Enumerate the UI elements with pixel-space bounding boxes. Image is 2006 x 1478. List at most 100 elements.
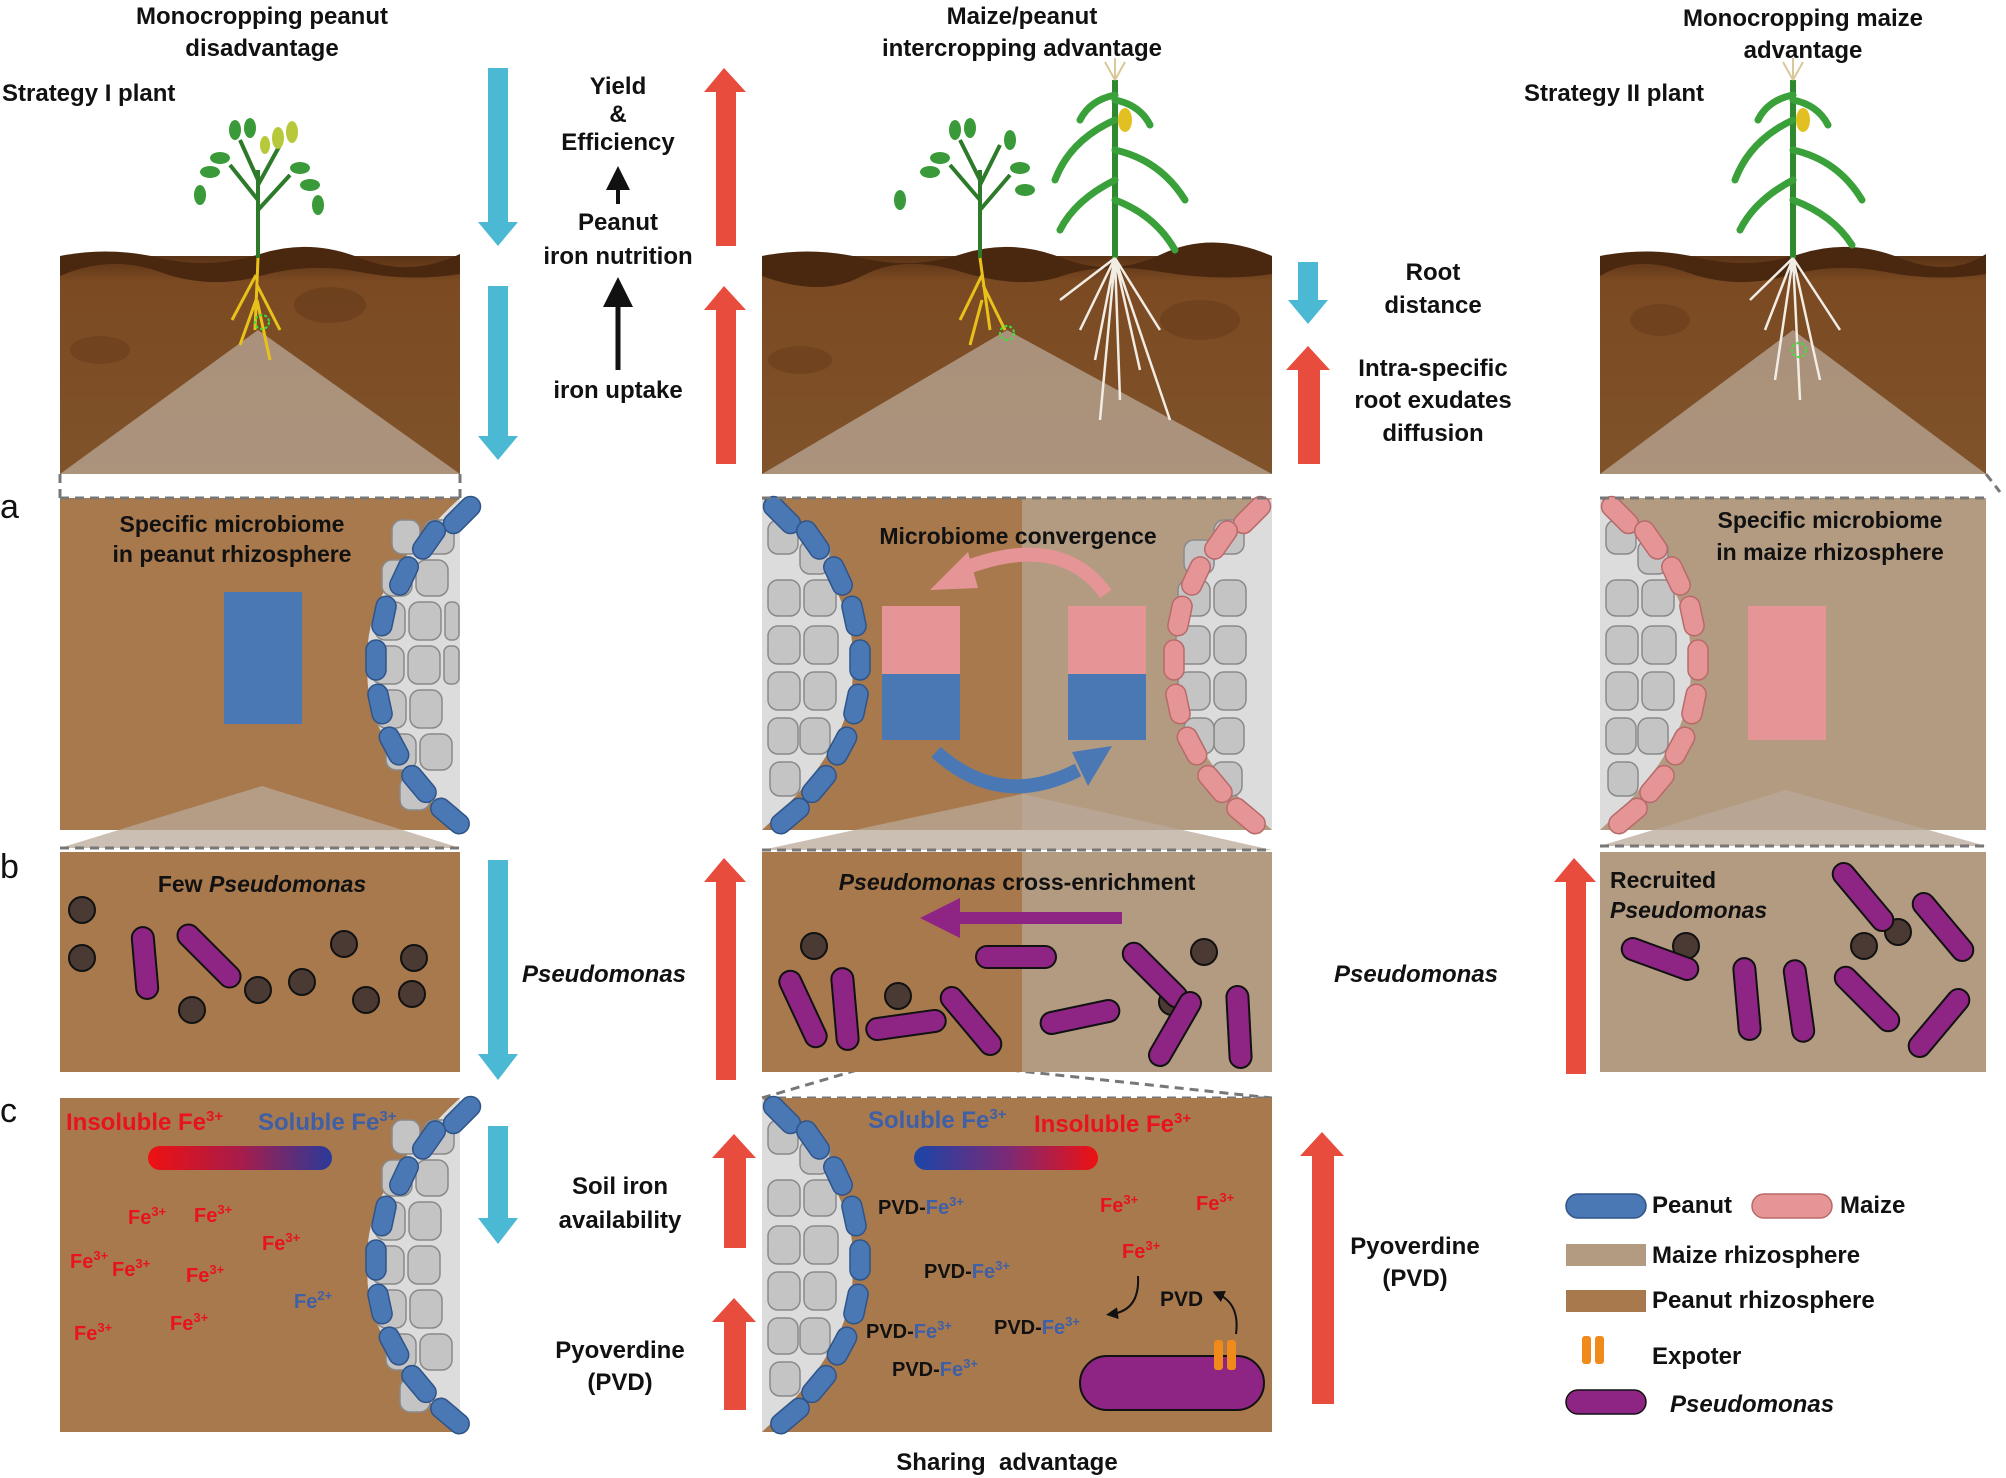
chelation-arrow — [1106, 1275, 1140, 1320]
label-efficiency: Efficiency — [561, 129, 675, 156]
svg-text:PVD-Fe3+: PVD-Fe3+ — [924, 1258, 1010, 1283]
svg-text:Fe3+: Fe3+ — [112, 1256, 151, 1281]
mixed-microbiome-block-left — [882, 606, 960, 740]
strategy-i-label: Strategy I plant — [2, 80, 175, 107]
soil-block-left — [60, 246, 460, 474]
pseudomonas-cells-middle — [778, 941, 1253, 1069]
legend-maize-swatch — [1751, 1193, 1833, 1219]
label-iron-nutrition: iron nutrition — [543, 243, 692, 270]
pvd-label: PVD — [1160, 1288, 1203, 1311]
svg-text:Fe3+: Fe3+ — [262, 1230, 301, 1255]
row-letters: a b c — [0, 488, 19, 1130]
panel-a-right-label-1: Specific microbiome — [1718, 507, 1943, 533]
zoom-cone-middle — [762, 330, 1272, 474]
label-peanut: Peanut — [578, 209, 658, 236]
label-pyoverdine-right: Pyoverdine — [1350, 1233, 1479, 1260]
svg-text:Fe3+: Fe3+ — [70, 1248, 109, 1273]
label-distance: distance — [1384, 292, 1481, 319]
panel-a-left-label-1: Specific microbiome — [120, 511, 345, 537]
side-label-pseudomonas-right: Pseudomonas — [1334, 961, 1498, 988]
legend-maize-rhizosphere-swatch — [1566, 1244, 1646, 1266]
zoom-cone-a-middle — [762, 794, 1272, 850]
middle-title-line2: intercropping advantage — [882, 35, 1162, 62]
insoluble-label-middle: Insoluble Fe3+ — [1034, 1110, 1191, 1138]
svg-text:Fe3+: Fe3+ — [186, 1262, 225, 1287]
soluble-label-middle: Soluble Fe3+ — [868, 1106, 1007, 1134]
row-c-side-labels: Soil iron availability Pyoverdine (PVD) … — [555, 1173, 1479, 1476]
zoom-guides — [58, 473, 2002, 1100]
mixed-microbiome-block-right — [1068, 606, 1146, 740]
top-trend-arrows — [478, 68, 1330, 464]
maize-plant-right — [1731, 58, 1866, 401]
maize-microbiome-block — [1748, 606, 1826, 740]
svg-text:Fe3+: Fe3+ — [1122, 1238, 1161, 1263]
arrow-up-exudates — [1286, 346, 1330, 464]
legend: Peanut Maize Maize rhizosphere Peanut rh… — [1565, 1192, 1905, 1418]
secretion-arrow — [1212, 1291, 1238, 1335]
fe2-ion-left: Fe2+ — [294, 1288, 333, 1313]
zoom-cone-left — [60, 330, 460, 474]
panel-b-right-label-2: Pseudomonas — [1610, 897, 1767, 923]
panel-a-middle: Microbiome convergence — [762, 495, 1272, 850]
label-pvd-right: (PVD) — [1382, 1265, 1447, 1292]
arrow-up-uptake-middle — [704, 286, 746, 464]
legend-pseudomonas-swatch — [1565, 1389, 1647, 1415]
solubility-gradient-middle — [914, 1146, 1098, 1170]
solubility-gradient-left — [148, 1146, 332, 1170]
arrow-down-root-distance — [1288, 262, 1328, 324]
panel-a-left: Specific microbiome in peanut rhizospher… — [60, 495, 482, 848]
panel-b-right: Recruited Pseudomonas — [1600, 852, 1986, 1072]
svg-text:PVD-Fe3+: PVD-Fe3+ — [866, 1318, 952, 1343]
panel-c-middle: Soluble Fe3+ Insoluble Fe3+ PVD-Fe3+ PVD… — [762, 1095, 1272, 1435]
insoluble-label-left: Insoluble Fe3+ — [66, 1108, 223, 1136]
label-pyoverdine-left: Pyoverdine — [555, 1337, 684, 1364]
arrow-down-uptake-left — [478, 286, 518, 460]
cross-enrichment-arrow — [920, 898, 1122, 938]
peanut-plant-left — [194, 118, 324, 361]
convergence-arrow-blue — [931, 746, 1082, 794]
peanut-microbiome-block — [224, 592, 302, 724]
left-title-line1: Monocropping peanut — [136, 3, 388, 30]
label-iron-uptake: iron uptake — [553, 377, 682, 404]
svg-text:Fe3+: Fe3+ — [1196, 1190, 1235, 1215]
convergence-arrow-pink — [957, 547, 1112, 599]
panel-b-left-label: Few Pseudomonas — [158, 871, 366, 897]
legend-maize-rhizosphere-label: Maize rhizosphere — [1652, 1242, 1860, 1269]
label-amp: & — [609, 101, 626, 128]
legend-pseudomonas-label: Pseudomonas — [1670, 1391, 1834, 1418]
svg-text:PVD-Fe3+: PVD-Fe3+ — [892, 1356, 978, 1381]
middle-title-line1: Maize/peanut — [947, 3, 1098, 30]
zoom-cone-right — [1600, 330, 1986, 474]
arrow-up-pvd-middle — [712, 1298, 756, 1410]
label-sharing-advantage: Sharing advantage — [896, 1449, 1117, 1476]
svg-text:PVD-Fe3+: PVD-Fe3+ — [994, 1314, 1080, 1339]
arrow-up-soil-iron-middle — [712, 1134, 756, 1248]
arrow-up-pseudomonas-middle — [704, 858, 746, 1080]
panel-a-right-label-2: in maize rhizosphere — [1716, 539, 1944, 565]
svg-text:PVD-Fe3+: PVD-Fe3+ — [878, 1194, 964, 1219]
peanut-epidermis — [365, 495, 482, 835]
peanut-plant-middle — [894, 118, 1035, 346]
row-c-trend-arrows — [478, 1126, 1344, 1410]
zoom-cone-a-right — [1600, 790, 1986, 846]
legend-peanut-rhizosphere-swatch — [1566, 1290, 1646, 1312]
pseudomonas-cells-left — [130, 923, 242, 1000]
legend-expoter-label: Expoter — [1652, 1343, 1741, 1370]
fe-ions-left: Fe3+ Fe3+ Fe3+ Fe3+ Fe3+ Fe3+ Fe3+ Fe3+ — [70, 1202, 301, 1345]
right-title-line2: advantage — [1744, 37, 1863, 64]
fe-ions-middle: Fe3+ Fe3+ Fe3+ — [1100, 1190, 1235, 1263]
legend-maize-label: Maize — [1840, 1192, 1905, 1219]
soluble-label-left: Soluble Fe3+ — [258, 1108, 397, 1136]
soil-particles-left — [68, 896, 428, 1024]
row-b-trend-arrows — [478, 858, 1596, 1080]
panel-b-middle: Pseudomonas cross-enrichment — [762, 852, 1272, 1072]
row-letter-a: a — [0, 488, 19, 526]
legend-peanut-swatch — [1565, 1193, 1647, 1219]
panel-a-left-label-2: in peanut rhizosphere — [113, 541, 352, 567]
svg-text:Fe3+: Fe3+ — [74, 1320, 113, 1345]
label-pvd-left: (PVD) — [587, 1369, 652, 1396]
panel-b-left: Few Pseudomonas — [60, 852, 460, 1072]
side-label-pseudomonas-left: Pseudomonas — [522, 961, 686, 988]
label-diffusion: diffusion — [1382, 420, 1483, 447]
